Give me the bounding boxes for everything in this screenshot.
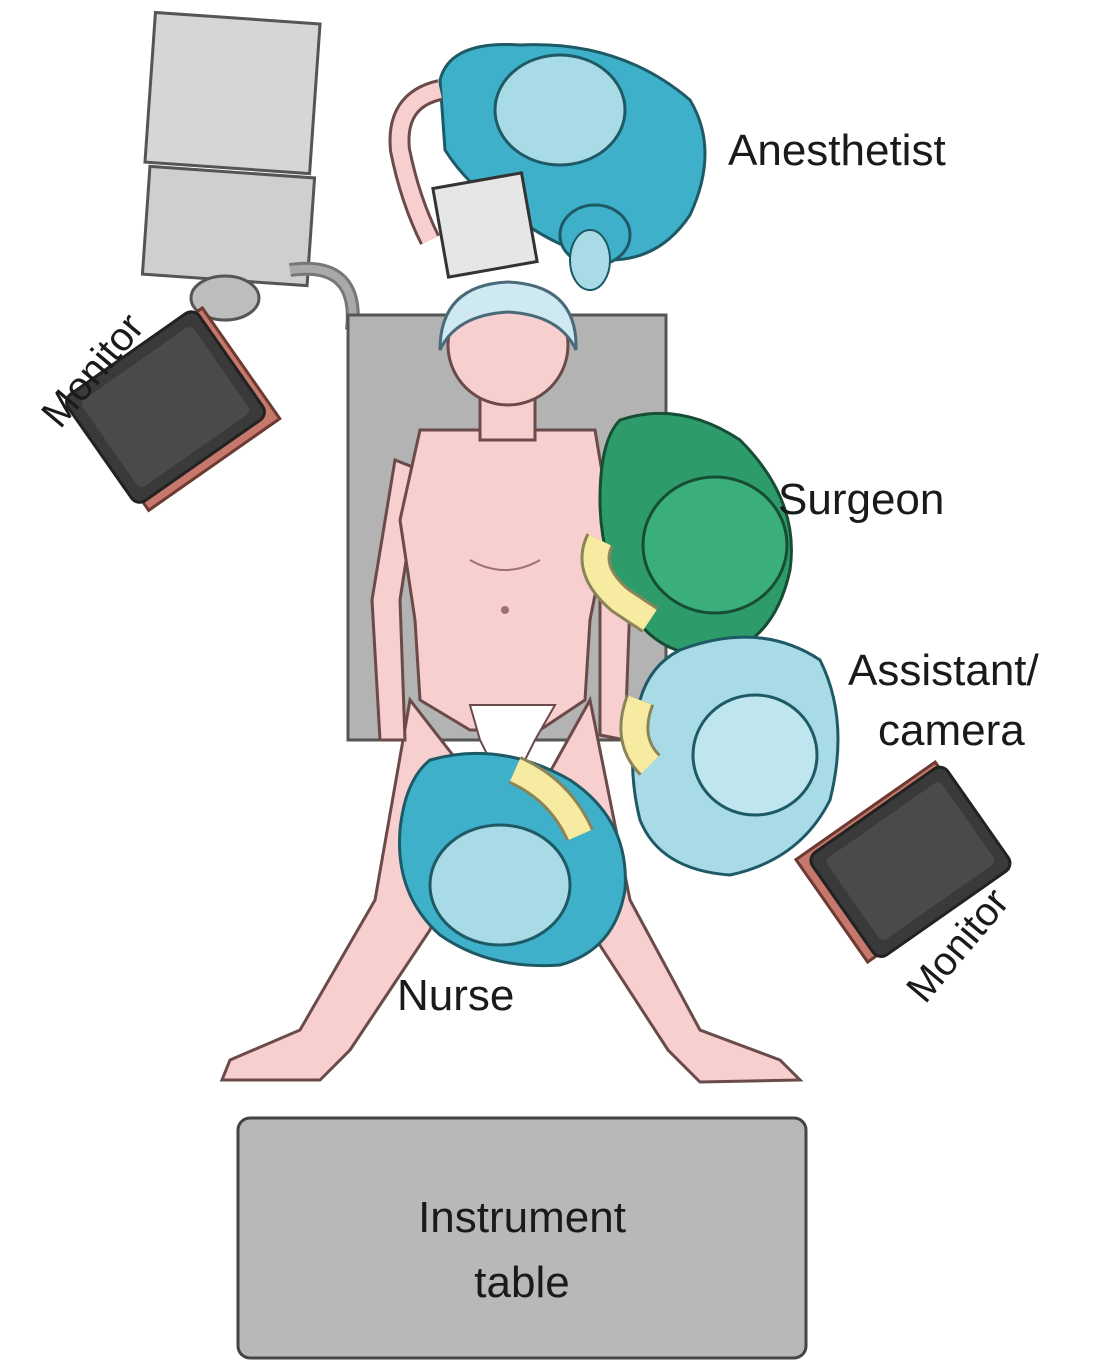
- instrument-table-label-line2: table: [474, 1258, 569, 1307]
- nurse-label: Nurse: [397, 971, 514, 1020]
- anesthesia-machine: [142, 12, 352, 330]
- instrument-table-label-line1: Instrument: [418, 1193, 626, 1242]
- surgeon-label: Surgeon: [778, 475, 944, 524]
- assistant-label-line2: camera: [878, 706, 1025, 755]
- assistant-label-line1: Assistant/: [848, 646, 1040, 695]
- surgeon-figure: [596, 413, 792, 655]
- anesthetist-label: Anesthetist: [728, 126, 946, 175]
- assistant-figure: [633, 637, 839, 875]
- anesthetist-figure: [400, 44, 706, 290]
